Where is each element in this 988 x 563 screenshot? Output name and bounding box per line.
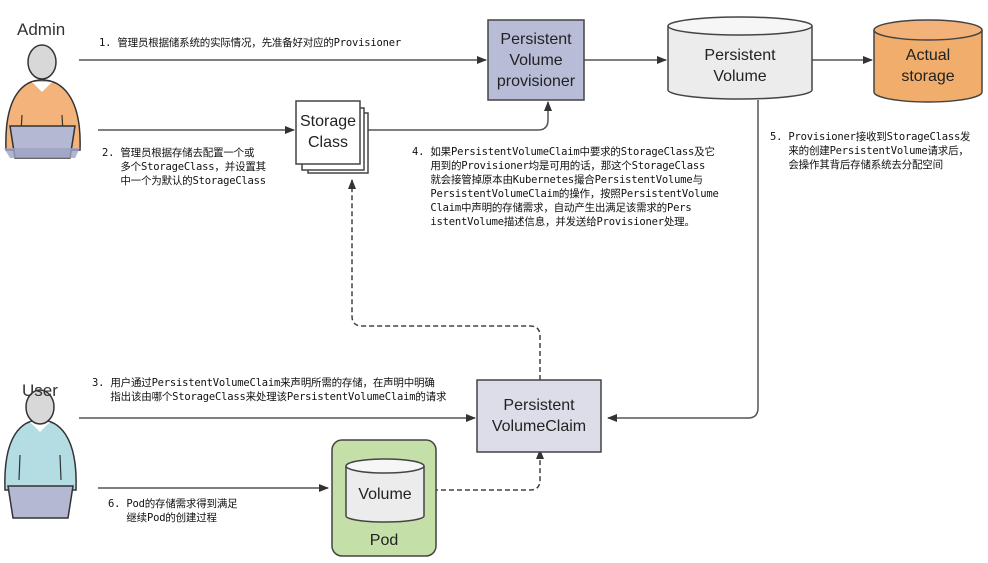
- dashed-arrow-volume-to-pvc: [425, 449, 544, 491]
- admin-label: Admin: [17, 20, 66, 39]
- persistent-volume-label: Persistent Volume: [704, 47, 776, 85]
- dashed-arrow-pvc-to-storageclass: [348, 179, 541, 380]
- storage-class-label: Storage Class: [299, 113, 357, 151]
- step-4-note: 4. 如果PersistentVolumeClaim中要求的StorageCla…: [412, 146, 719, 228]
- admin-figure-icon: [4, 44, 81, 159]
- step-5-note: 5. Provisioner接收到StorageClass发 来的创建Persi…: [770, 131, 971, 171]
- storage-class-stack: [295, 100, 369, 174]
- pvc-label: Persistent VolumeClaim: [491, 397, 587, 435]
- user-label: User: [22, 381, 58, 400]
- pvc-box: [476, 379, 602, 453]
- persistent-volume-cylinder: [667, 16, 813, 100]
- volume-cylinder: [345, 458, 425, 523]
- volume-label: Volume: [358, 486, 412, 503]
- step-1-note: 1. 管理员根据储系统的实际情况，先准备好对应的Provisioner: [99, 37, 402, 49]
- pv-provisioner-box: [487, 19, 585, 101]
- pv-provisioner-label: Persistent Volume provisioner: [496, 31, 576, 90]
- step-6-note: 6. Pod的存储需求得到满足 继续Pod的创建过程: [108, 498, 238, 524]
- actual-storage-label: Actual storage: [901, 47, 955, 85]
- actual-storage-cylinder: [873, 19, 983, 103]
- arrow-storageclass-to-provisioner: [361, 101, 552, 131]
- user-figure-icon: [4, 389, 77, 519]
- step-3-note: 3. 用户通过PersistentVolumeClaim来声明所需的存储，在声明…: [92, 377, 447, 403]
- step-2-note: 2. 管理员根据存储去配置一个或 多个StorageClass，并设置其 中一个…: [102, 147, 266, 187]
- arrow-pv-to-pvc: [607, 100, 759, 422]
- pod-label: Pod: [369, 532, 399, 549]
